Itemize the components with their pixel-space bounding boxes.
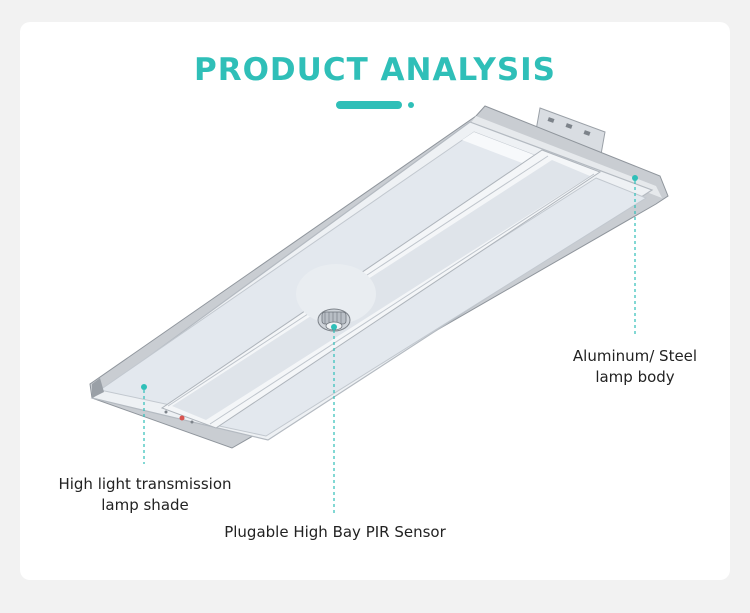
title-underline — [336, 101, 402, 109]
title-underline-dot — [408, 102, 414, 108]
callout-pir-sensor: Plugable High Bay PIR Sensor — [205, 522, 465, 543]
callout-lamp-body-line1: Aluminum/ Steel — [572, 347, 698, 365]
callout-pir-sensor-line1: Plugable High Bay PIR Sensor — [224, 523, 446, 541]
callout-dot-body — [632, 175, 638, 181]
callout-dot-sensor — [331, 324, 337, 330]
callout-lamp-shade: High light transmission lamp shade — [45, 474, 245, 516]
end-cap — [92, 378, 104, 398]
page-title: PRODUCT ANALYSIS — [193, 52, 557, 88]
callout-lamp-body: Aluminum/ Steel lamp body — [560, 346, 710, 388]
sensor-glow — [296, 264, 376, 324]
callout-dot-shade — [141, 384, 147, 390]
callout-lamp-shade-line2: lamp shade — [101, 496, 189, 514]
callout-lamp-shade-line1: High light transmission — [58, 475, 232, 493]
callout-lamp-body-line2: lamp body — [595, 368, 675, 386]
